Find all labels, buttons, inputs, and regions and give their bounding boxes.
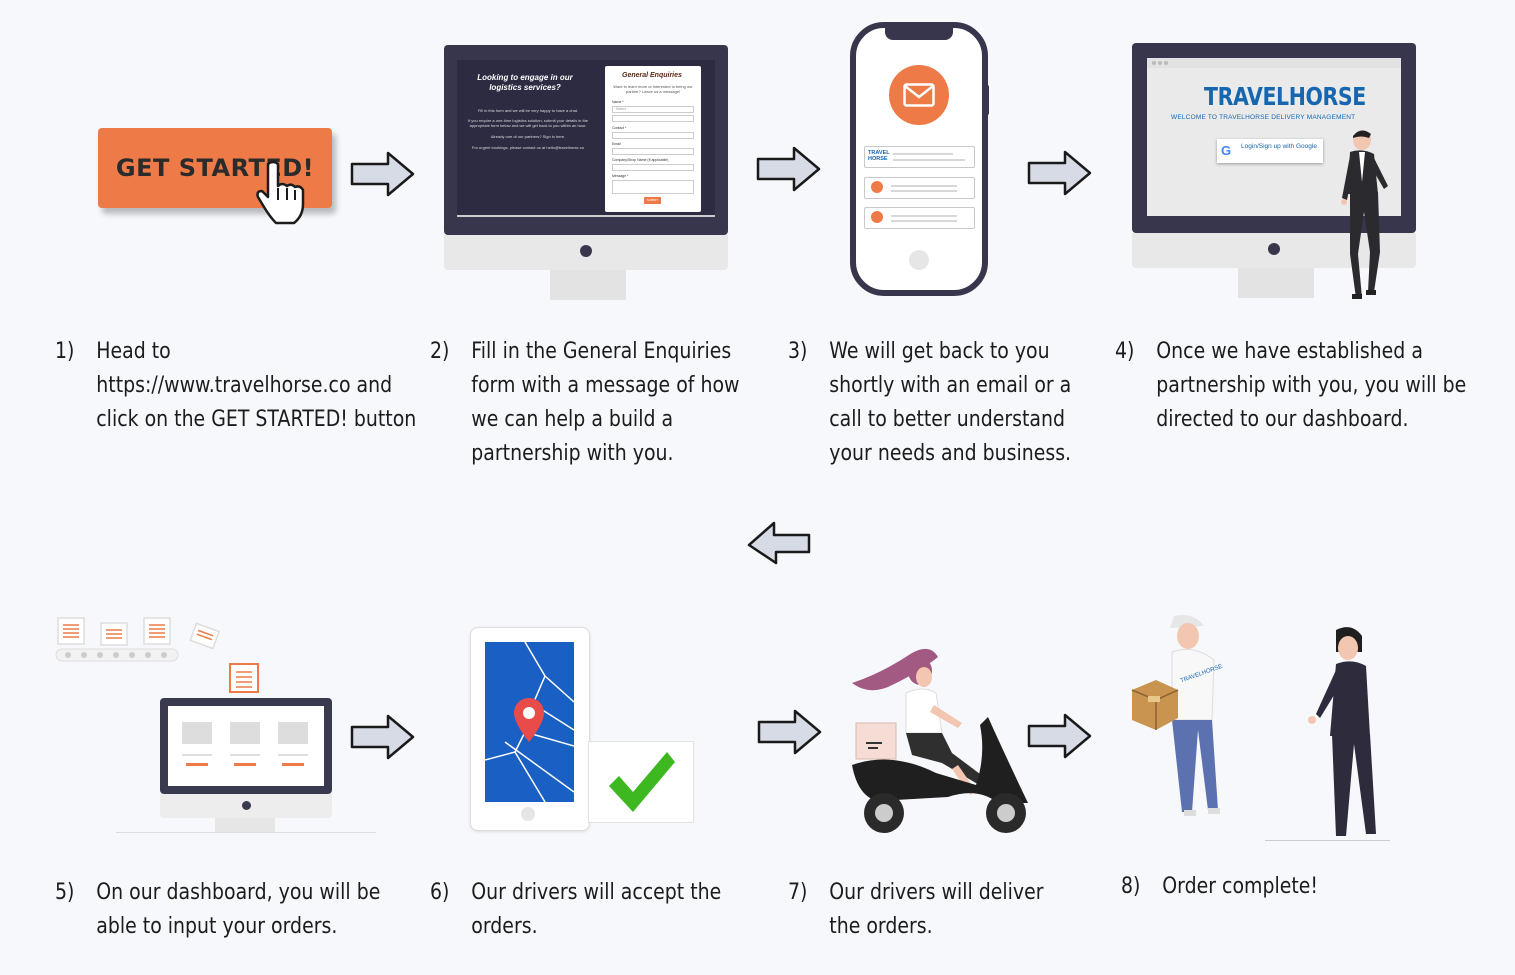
monitor-stand [550, 270, 626, 300]
email-field[interactable] [612, 148, 694, 155]
get-started-button[interactable]: GET STARTED! [98, 128, 332, 208]
phone-home-button [909, 250, 929, 270]
step-number: 2) [430, 339, 450, 364]
step-line: we can help a build a [471, 407, 674, 432]
company-field[interactable] [612, 164, 694, 171]
step-line: Our drivers will deliver [829, 880, 1044, 905]
scooter-delivery-illustration [852, 648, 1028, 833]
orders-monitor [160, 698, 332, 794]
step-number: 1) [55, 339, 75, 364]
step-line: the orders. [829, 914, 933, 939]
step-line: click on the GET STARTED! button [96, 407, 417, 432]
step-line: Once we have established a [1156, 339, 1423, 364]
step-line: shortly with an email or a [829, 373, 1072, 398]
arrow-right-icon [757, 709, 822, 755]
step-line: https://www.travelhorse.co and [96, 373, 393, 398]
google-login-button[interactable]: G Login/Sign up with Google [1217, 139, 1323, 163]
name-select[interactable]: Select [612, 106, 694, 113]
form-screen: Looking to engage in our logistics servi… [457, 60, 715, 215]
delivery-person-illustration: TRAVELHORSE [1131, 615, 1223, 816]
google-icon: G [1221, 143, 1232, 158]
google-login-label: Login/Sign up with Google [1241, 143, 1317, 150]
step-line: partnership with you. [471, 441, 674, 466]
step-line: orders. [471, 914, 538, 939]
contact-field[interactable] [612, 132, 694, 139]
form-left-line: Fill in this form and we will be very ha… [477, 108, 579, 113]
step-line: your needs and business. [829, 441, 1072, 466]
mail-icon [903, 83, 935, 107]
step-line: able to input your orders. [96, 914, 338, 939]
arrow-right-icon [756, 146, 821, 192]
form-left-line: If you require a one-time logistics solu… [467, 118, 589, 123]
field-label: Message * [612, 174, 629, 178]
phone-list-item [864, 207, 975, 229]
hand-cursor-icon [256, 160, 305, 225]
name-field[interactable] [612, 115, 694, 122]
step-number: 6) [430, 880, 450, 905]
customer-illustration [1308, 627, 1376, 836]
field-label: Company/Shop Name (If applicable) [612, 158, 669, 162]
step-line: directed to our dashboard. [1156, 407, 1409, 432]
phone-list-item [864, 177, 975, 199]
step-line: call to better understand [829, 407, 1066, 432]
arrow-right-icon [1027, 713, 1092, 759]
phone-list-item: TRAVEL HORSE [864, 146, 975, 168]
arrow-right-icon [1027, 150, 1092, 196]
field-label: Email [612, 142, 621, 146]
phone-logo: TRAVEL HORSE [868, 150, 890, 162]
select-placeholder: Select [616, 107, 626, 111]
map-pin-icon [514, 698, 544, 742]
step-number: 5) [55, 880, 75, 905]
step-line: form with a message of how [471, 373, 740, 398]
submit-button[interactable]: SUBMIT [644, 197, 661, 204]
step-number: 3) [788, 339, 808, 364]
get-started-label: GET STARTED! [115, 154, 315, 182]
step-line: Order complete! [1162, 874, 1319, 899]
form-left-line: appropriate form below and we will get b… [469, 123, 587, 128]
step-line: Fill in the General Enquiries [471, 339, 732, 364]
field-label: Contact * [612, 126, 627, 130]
form-left-title: Looking to engage in our logistics servi… [477, 73, 573, 92]
map-view [485, 642, 574, 802]
order-documents-illustration [55, 617, 220, 662]
document-icon [229, 663, 259, 693]
step-number: 8) [1121, 874, 1141, 899]
monitor-button [1268, 243, 1280, 255]
form-left-line: For urgent bookings, please contact us a… [471, 145, 585, 150]
form-card-intro: Want to learn more or interested to bein… [613, 84, 693, 94]
travelhorse-logo: TRAVELHORSE [1204, 82, 1366, 111]
step-line: partnership with you, you will be [1156, 373, 1467, 398]
mail-badge [889, 65, 949, 125]
step-line: On our dashboard, you will be [96, 880, 381, 905]
check-card [588, 741, 694, 823]
arrow-right-icon [350, 151, 415, 197]
step-number: 7) [788, 880, 808, 905]
form-left-line: Already one of our partners? Sign in her… [490, 134, 566, 139]
message-field[interactable] [612, 180, 694, 194]
general-enquiries-card: General Enquiries Want to learn more or … [605, 66, 701, 212]
monitor-stand [1238, 268, 1314, 298]
arrow-left-icon [747, 521, 811, 565]
businessman-illustration [1341, 130, 1388, 299]
phone-logo-line: HORSE [868, 156, 888, 162]
form-card-title: General Enquiries [622, 72, 682, 79]
phone-notch [885, 28, 953, 40]
dashboard-welcome: WELCOME TO TRAVELHORSE DELIVERY MANAGEME… [1171, 114, 1356, 121]
step-number: 4) [1115, 339, 1135, 364]
step-line: Our drivers will accept the [471, 880, 722, 905]
step-line: Head to [96, 339, 171, 364]
checkmark-icon [609, 752, 675, 812]
field-label: Name * [612, 100, 624, 104]
step-line: We will get back to you [829, 339, 1050, 364]
monitor-button [580, 245, 592, 257]
arrow-right-icon [350, 714, 415, 760]
phone-logo-line: TRAVEL [868, 150, 890, 156]
